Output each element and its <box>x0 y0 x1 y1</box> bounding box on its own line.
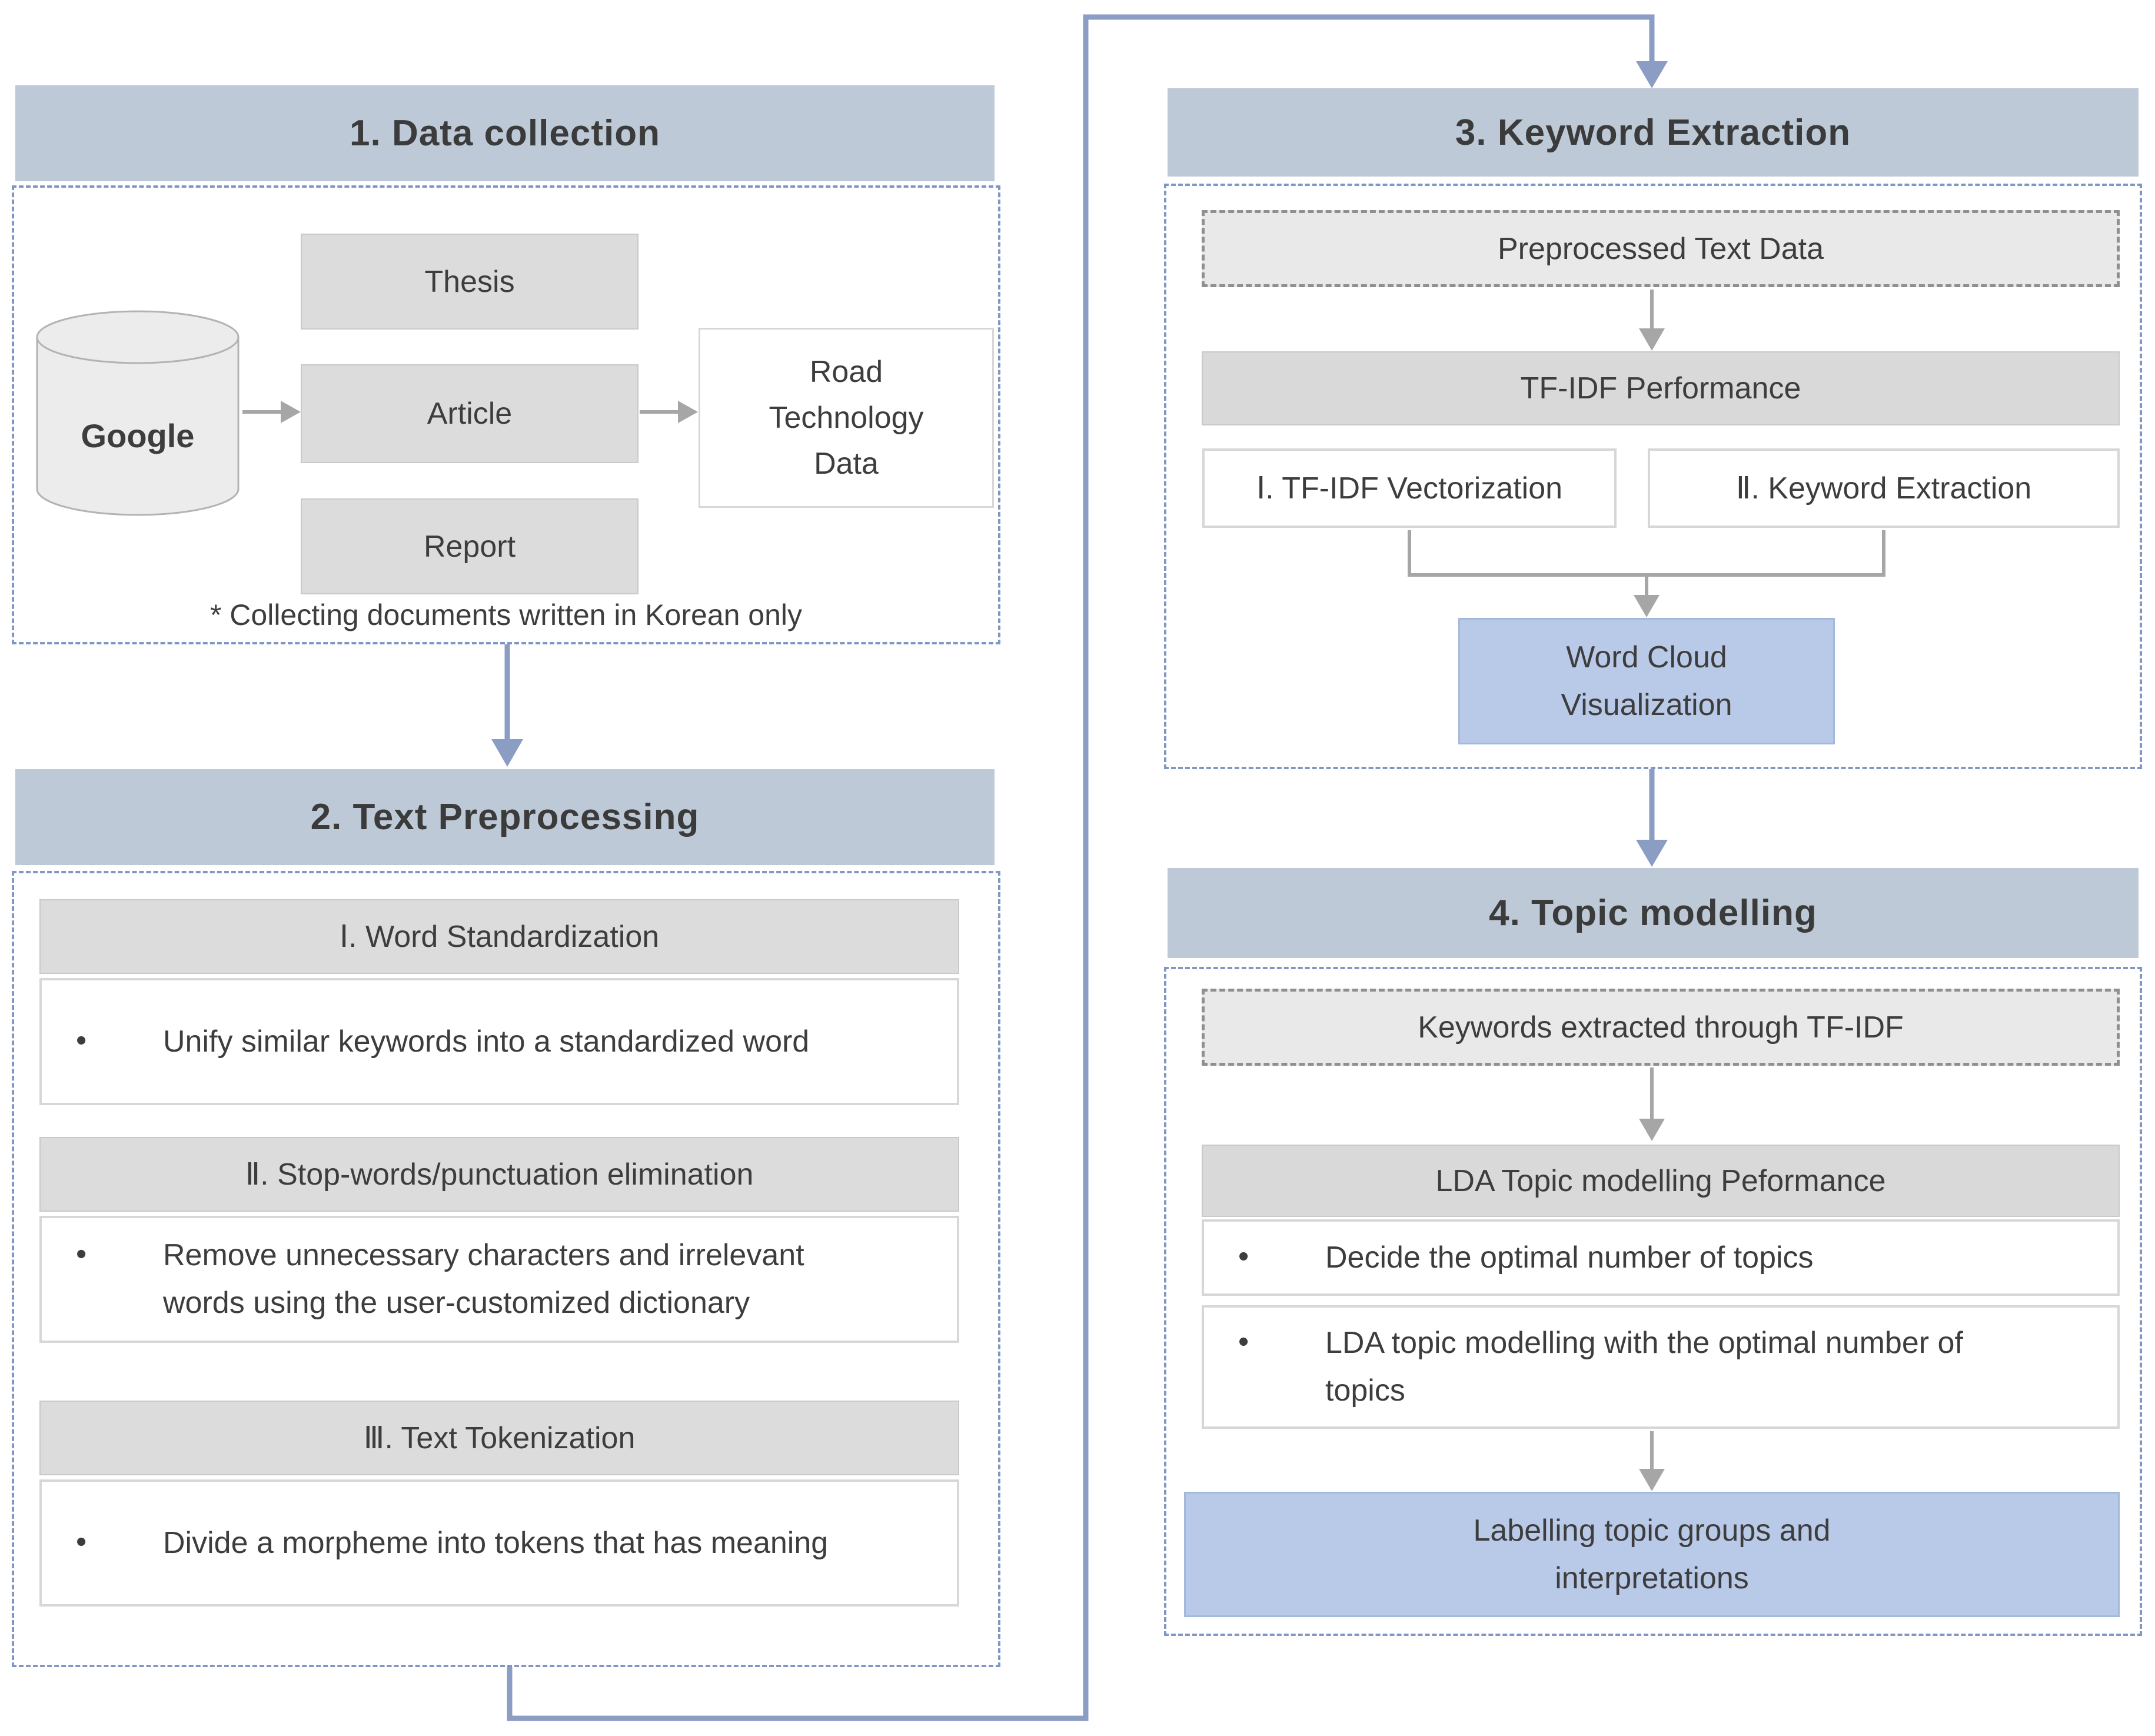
doc-type-report: Report <box>301 498 638 594</box>
keywords-extracted-box: Keywords extracted through TF-IDF <box>1202 989 2120 1066</box>
labelling-topic-groups-box: Labelling topic groups and interpretatio… <box>1184 1492 2120 1617</box>
section-header-text-preprocessing: 2. Text Preprocessing <box>15 769 995 865</box>
section-body-text-preprocessing <box>12 871 1000 1667</box>
word-cloud-visualization-box: Word Cloud Visualization <box>1458 618 1835 744</box>
section-body-topic-modelling <box>1164 967 2142 1636</box>
lda-topic-modelling-bar: LDA Topic modelling Peformance <box>1202 1145 2120 1217</box>
step-heading-text-tokenization: Ⅲ. Text Tokenization <box>39 1401 959 1475</box>
step-detail-text-tokenization: Divide a morpheme into tokens that has m… <box>39 1479 959 1607</box>
section-body-keyword-extraction <box>1164 184 2142 769</box>
substep-keyword-extraction: Ⅱ. Keyword Extraction <box>1648 448 2120 528</box>
bullet-word-standardization: Unify similar keywords into a standardiz… <box>76 1017 809 1066</box>
word-cloud-visualization-label: Word Cloud Visualization <box>1561 640 1732 722</box>
step-detail-stopwords-elimination: Remove unnecessary characters and irrele… <box>39 1216 959 1343</box>
arrow-data-collection-to-preprocessing <box>491 644 523 767</box>
step-heading-word-standardization: Ⅰ. Word Standardization <box>39 899 959 974</box>
preprocessed-text-data-box: Preprocessed Text Data <box>1202 210 2120 287</box>
road-technology-data-label: Road Technology Data <box>769 355 924 481</box>
step-heading-stopwords-elimination: Ⅱ. Stop-words/punctuation elimination <box>39 1137 959 1212</box>
arrow-keyword-extraction-to-topic-modelling <box>1636 769 1668 867</box>
database-cylinder-icon <box>36 310 240 516</box>
bullet-stopwords-elimination: Remove unnecessary characters and irrele… <box>76 1231 869 1326</box>
substep-tfidf-vectorization: Ⅰ. TF-IDF Vectorization <box>1202 448 1617 528</box>
bullet-text-tokenization: Divide a morpheme into tokens that has m… <box>76 1518 828 1567</box>
bullet-lda-with-optimal: LDA topic modelling with the optimal num… <box>1238 1318 2031 1414</box>
section-header-topic-modelling: 4. Topic modelling <box>1168 868 2139 958</box>
section-header-keyword-extraction: 3. Keyword Extraction <box>1168 88 2139 177</box>
road-technology-data-box: Road Technology Data <box>699 328 994 508</box>
step-detail-word-standardization: Unify similar keywords into a standardiz… <box>39 978 959 1105</box>
lda-bullet-box-2: LDA topic modelling with the optimal num… <box>1202 1305 2120 1429</box>
section-body-data-collection <box>12 185 1000 644</box>
labelling-topic-groups-label: Labelling topic groups and interpretatio… <box>1473 1513 1831 1595</box>
google-source-label: Google <box>81 417 195 454</box>
korean-only-note: * Collecting documents written in Korean… <box>209 598 803 631</box>
bullet-optimal-topics: Decide the optimal number of topics <box>1238 1233 1813 1282</box>
lda-bullet-box-1: Decide the optimal number of topics <box>1202 1219 2120 1296</box>
tfidf-performance-bar: TF-IDF Performance <box>1202 351 2120 425</box>
doc-type-article: Article <box>301 364 638 463</box>
doc-type-thesis: Thesis <box>301 234 638 330</box>
section-header-data-collection: 1. Data collection <box>15 85 995 181</box>
